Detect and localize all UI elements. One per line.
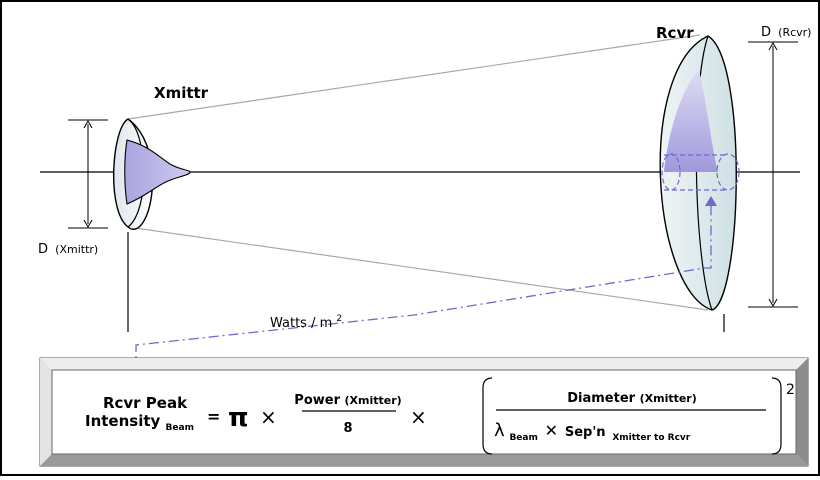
fraction1-denominator: 8 [343,421,352,436]
transmitter-label: Xmittr [154,84,209,102]
intensity-leader-line [135,196,717,392]
fraction1-numerator: Power (Xmitter) [294,393,401,408]
receiver-diameter-label: D (Rcvr) [761,25,811,40]
formula-lhs-line2: Intensity Beam [85,412,194,433]
formula-equals: = [207,407,220,426]
transmitter-beam-profile [124,139,191,205]
fraction2-denominator: λ Beam ✕ Sep'n Xmitter to Rcvr [494,420,691,444]
receiver-label: Rcvr [656,24,694,42]
receiver-diameter-dimension [748,41,798,308]
receiver-dish [659,35,740,332]
transmitter-dish [113,118,191,332]
formula-pi: π [228,403,249,433]
right-paren [771,377,782,455]
transmitter-diameter-dimension [68,119,108,229]
peak-intensity-formula: Rcvr Peak Intensity Beam = π × Power (Xm… [85,377,795,455]
beam-edge-bottom [127,226,709,311]
left-paren [482,377,493,455]
watts-per-m2-label: Watts / m 2 [270,314,342,331]
fraction2-numerator: Diameter (Xmitter) [567,391,697,406]
formula-exponent: 2 [786,382,795,398]
formula-lhs-line1: Rcvr Peak [103,394,188,412]
beam-edge-top [127,34,701,120]
receiver-beam-profile [664,70,718,172]
formula-frame [39,357,809,467]
transmitter-diameter-label: D (Xmittr) [38,242,98,257]
formula-times-1: × [260,405,277,429]
formula-times-2: × [410,405,427,429]
